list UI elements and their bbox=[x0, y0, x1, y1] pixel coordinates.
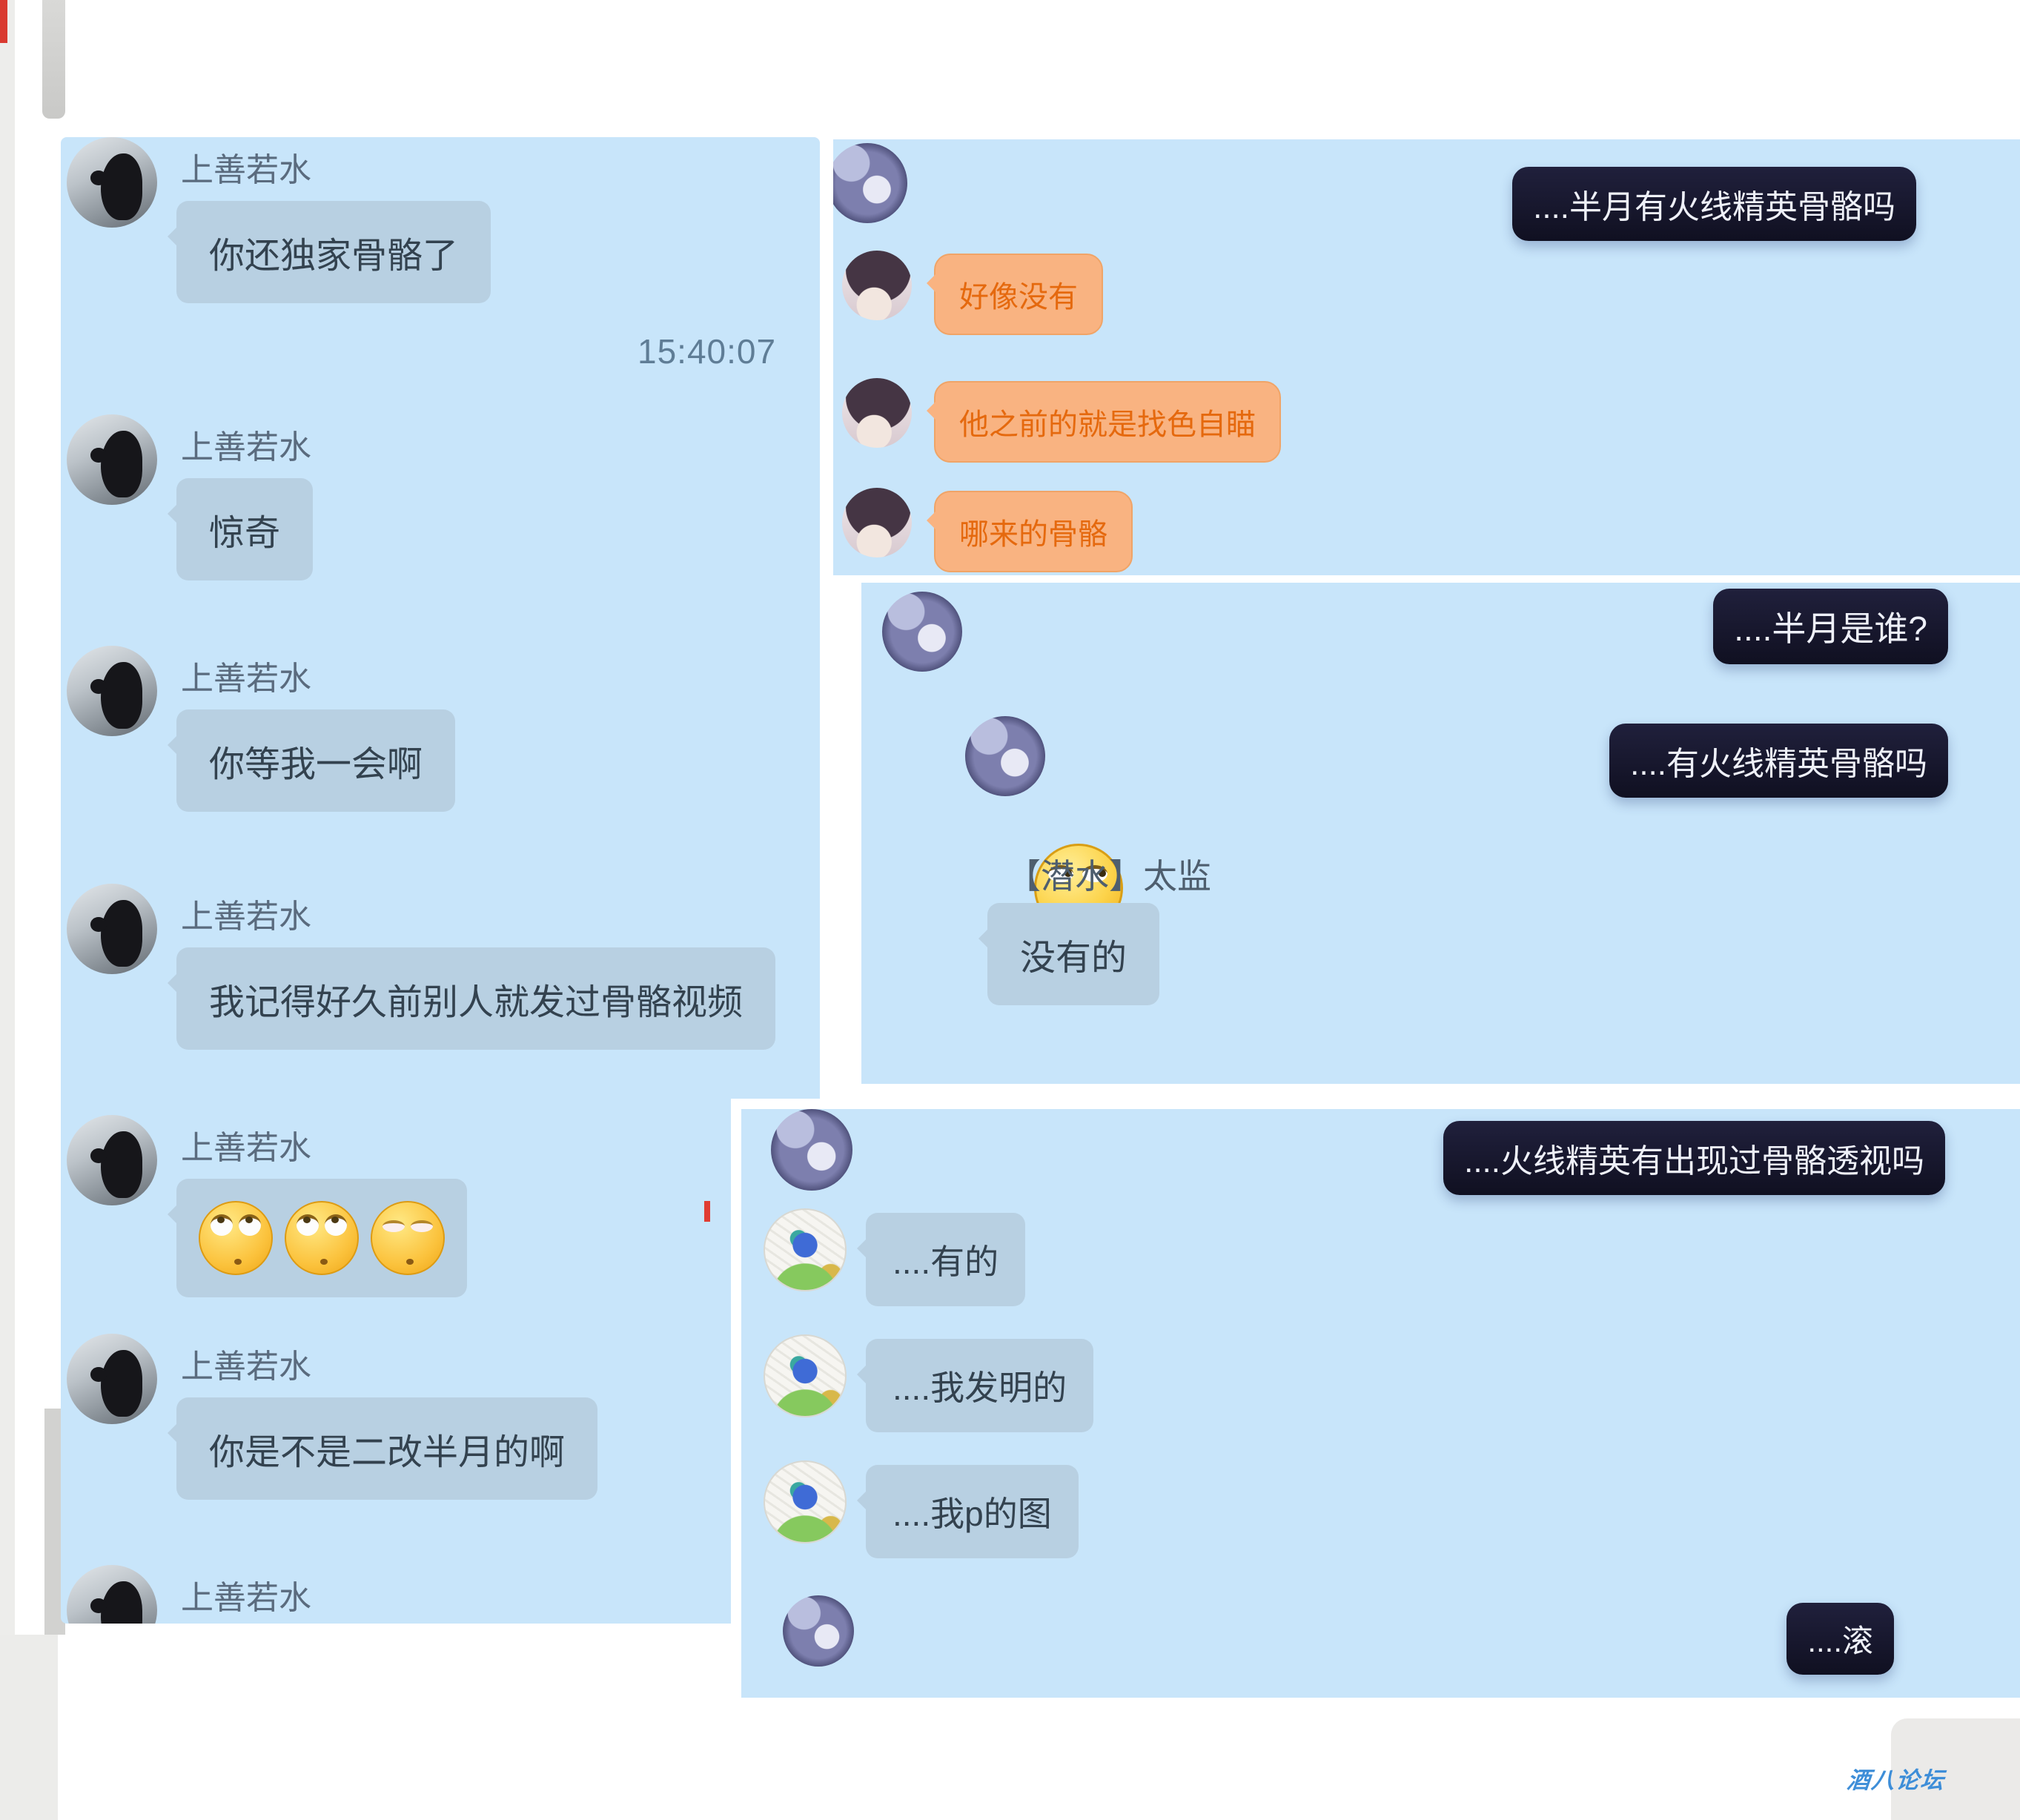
message-row: 好像没有 bbox=[842, 251, 1103, 335]
chat-bubble: 你等我一会啊 bbox=[167, 709, 456, 812]
message-text: 没有的 bbox=[1020, 939, 1127, 978]
red-edge-artifact bbox=[704, 1201, 710, 1222]
silhouette-avatar bbox=[67, 137, 157, 228]
forum-watermark: 酒八论坛 bbox=[1845, 1767, 1947, 1793]
message-text: ....有的 bbox=[893, 1242, 999, 1281]
planet-avatar bbox=[965, 716, 1046, 796]
message-row: ....我p的图 bbox=[764, 1460, 1079, 1558]
eyes-closed-emoji bbox=[371, 1201, 445, 1275]
page-left-margin bbox=[0, 0, 15, 1820]
chat-bubble-dark: ....火线精英有出现过骨骼透视吗 bbox=[1443, 1121, 1945, 1195]
message-text: ....火线精英有出现过骨骼透视吗 bbox=[1464, 1143, 1924, 1179]
chat-bubble-dark: ....半月是谁? bbox=[1713, 589, 1948, 664]
girl-avatar bbox=[842, 488, 912, 557]
eyes-up-emoji bbox=[285, 1201, 359, 1275]
message-text: ....滚 bbox=[1807, 1624, 1873, 1658]
sender-name: 上善若水 bbox=[181, 1130, 311, 1166]
silhouette-avatar bbox=[67, 884, 157, 974]
girl-avatar bbox=[842, 378, 912, 448]
chibi-avatar bbox=[764, 1208, 847, 1291]
chat-bubble-dark: ....半月有火线精英骨骼吗 bbox=[1512, 167, 1916, 241]
message-text: 惊奇 bbox=[209, 514, 281, 553]
chat-bubble-dark: ....滚 bbox=[1786, 1603, 1894, 1675]
chat-bubble: 惊奇 bbox=[167, 478, 314, 580]
silhouette-avatar bbox=[67, 1334, 157, 1424]
sender-name: 上善若水 bbox=[181, 152, 311, 188]
chibi-avatar bbox=[764, 1334, 847, 1417]
planet-avatar bbox=[783, 1595, 855, 1667]
chat-bubble: 你是不是二改半月的啊 bbox=[167, 1397, 598, 1500]
chat-bubble: ....有的 bbox=[856, 1213, 1026, 1306]
message-row: ....有的 bbox=[764, 1208, 1026, 1306]
scrollbar-thumb[interactable] bbox=[42, 0, 65, 119]
message-text: 哪来的骨骼 bbox=[959, 518, 1107, 551]
message-row: 上善若水 惊奇 bbox=[61, 414, 820, 580]
chat-bubble-orange: 他之前的就是找色自瞄 bbox=[927, 381, 1281, 463]
message-text: ....我发明的 bbox=[893, 1369, 1067, 1407]
message-row: 上善若水 你等我一会啊 bbox=[61, 646, 820, 812]
chat-panel-left: 15:40:07 上善若水 你还独家骨骼了 上善若水 惊奇 上善若水 你等我一会… bbox=[61, 137, 820, 1624]
sender-name: 上善若水 bbox=[181, 429, 311, 466]
message-text: 他之前的就是找色自瞄 bbox=[959, 408, 1256, 441]
silhouette-avatar bbox=[67, 646, 157, 736]
timestamp: 15:40:07 bbox=[638, 332, 777, 371]
message-row: 上善若水 懂得都懂 bbox=[61, 1565, 820, 1624]
message-text: ....半月有火线精英骨骼吗 bbox=[1533, 189, 1895, 225]
sender-name: 上善若水 bbox=[181, 1349, 311, 1385]
silhouette-avatar bbox=[67, 1115, 157, 1205]
chibi-avatar bbox=[764, 1460, 847, 1543]
sender-name: 【潜水】太监 bbox=[1007, 857, 1211, 896]
chat-panel-bottom-right: ....火线精英有出现过骨骼透视吗 ....有的 ....我发明的 ....我p… bbox=[731, 1099, 2020, 1698]
red-edge-artifact bbox=[0, 0, 7, 43]
chat-bubble: ....我p的图 bbox=[857, 1465, 1079, 1558]
message-row: 哪来的骨骼 bbox=[842, 488, 1133, 572]
girl-avatar bbox=[842, 251, 912, 320]
planet-avatar bbox=[882, 592, 962, 672]
planet-avatar bbox=[771, 1109, 852, 1191]
sender-name: 上善若水 bbox=[181, 661, 311, 697]
chat-bubble: 没有的 bbox=[978, 903, 1160, 1005]
emoji-chat-bubble bbox=[168, 1179, 467, 1297]
chat-panel-top-right: ....半月有火线精英骨骼吗 好像没有 他之前的就是找色自瞄 哪来的骨骼 bbox=[833, 139, 2020, 575]
sender-name: 上善若水 bbox=[181, 1580, 311, 1616]
chat-bubble: 我记得好久前别人就发过骨骼视频 bbox=[167, 947, 776, 1050]
message-text: ....我p的图 bbox=[893, 1495, 1052, 1533]
silhouette-avatar bbox=[67, 414, 157, 505]
message-row: 上善若水 你还独家骨骼了 bbox=[61, 137, 820, 303]
sender-name: 上善若水 bbox=[181, 899, 311, 935]
message-row: 上善若水 bbox=[61, 1115, 820, 1297]
chat-bubble-orange: 好像没有 bbox=[927, 254, 1103, 335]
message-row: ....我发明的 bbox=[764, 1334, 1094, 1432]
message-text: 好像没有 bbox=[959, 281, 1078, 314]
planet-avatar bbox=[833, 143, 907, 223]
message-text: 你是不是二改半月的啊 bbox=[209, 1433, 566, 1472]
chat-bubble-orange: 哪来的骨骼 bbox=[927, 491, 1133, 572]
message-text: 你等我一会啊 bbox=[209, 745, 423, 784]
message-text: ....有火线精英骨骼吗 bbox=[1630, 746, 1927, 782]
chat-bubble: ....我发明的 bbox=[856, 1339, 1094, 1432]
eyes-up-emoji bbox=[199, 1201, 273, 1275]
chat-bubble: 你还独家骨骼了 bbox=[167, 201, 491, 303]
message-row: 他之前的就是找色自瞄 bbox=[842, 378, 1281, 463]
page-bottom-left-block bbox=[0, 1635, 58, 1820]
page-bottom-right-block bbox=[1891, 1718, 2020, 1820]
message-text: 我记得好久前别人就发过骨骼视频 bbox=[209, 983, 744, 1022]
message-row: 上善若水 我记得好久前别人就发过骨骼视频 bbox=[61, 884, 820, 1050]
chat-panel-mid-right: ....半月是谁? ....有火线精英骨骼吗 【潜水】太监 没有的 bbox=[861, 583, 2020, 1084]
message-text: 你还独家骨骼了 bbox=[209, 236, 459, 276]
message-row: 上善若水 你是不是二改半月的啊 bbox=[61, 1334, 820, 1500]
chat-bubble-dark: ....有火线精英骨骼吗 bbox=[1609, 724, 1948, 798]
silhouette-avatar bbox=[67, 1565, 157, 1624]
message-text: ....半月是谁? bbox=[1734, 609, 1927, 648]
